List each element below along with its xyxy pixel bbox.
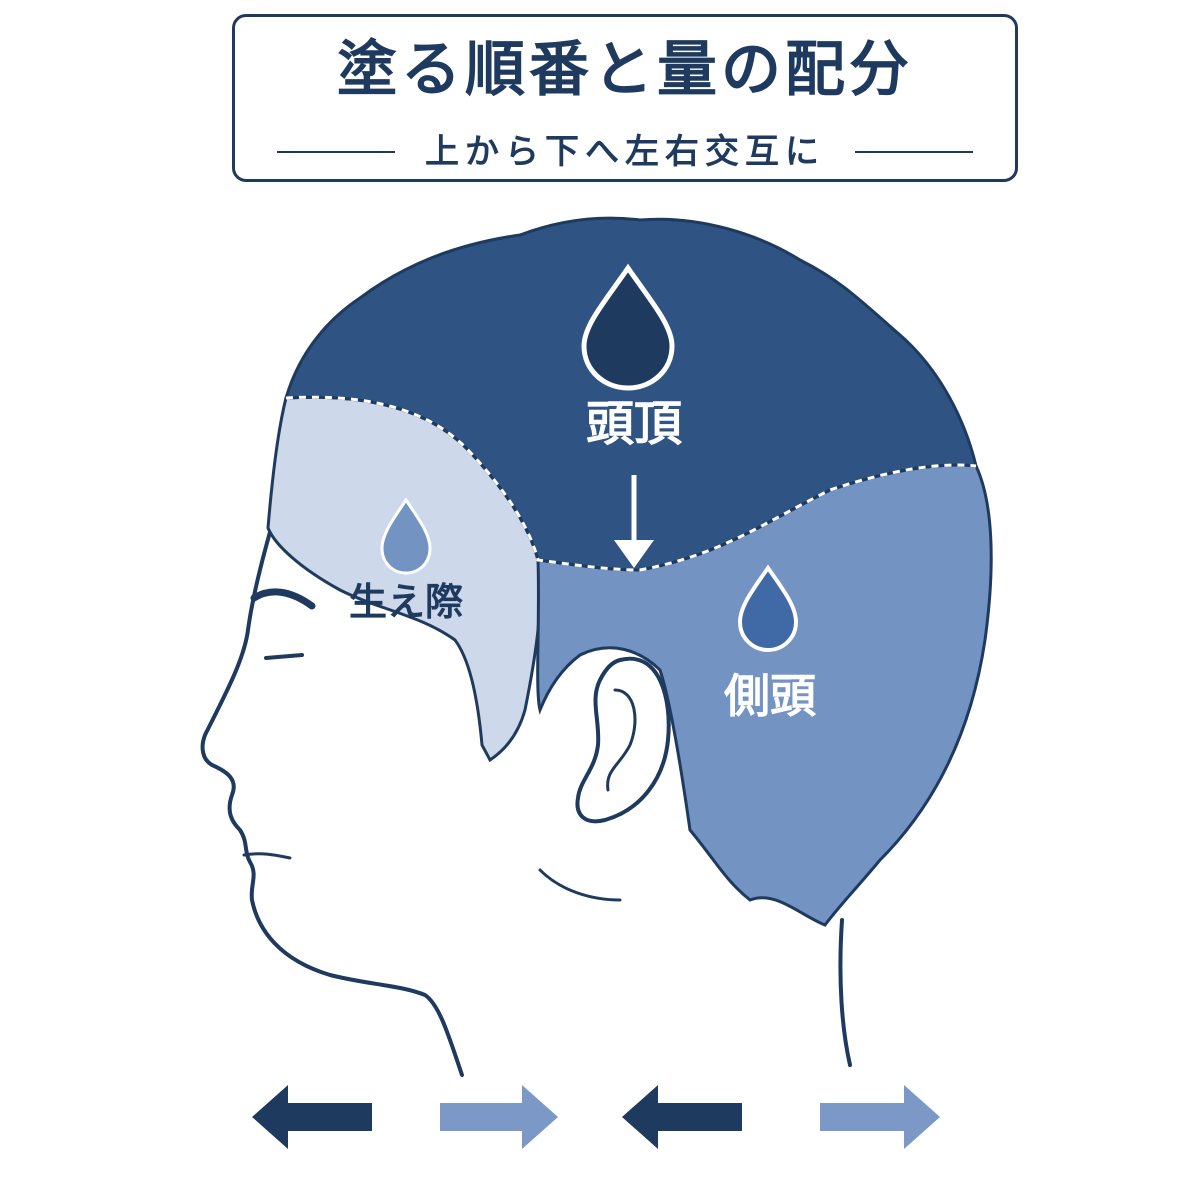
page-title: 塗る順番と量の配分 bbox=[337, 35, 913, 105]
crown-border-dashed bbox=[285, 395, 977, 572]
ear-inner bbox=[606, 688, 637, 792]
arrow-left-2-icon bbox=[622, 1085, 742, 1149]
subtitle-divider-right bbox=[855, 151, 973, 153]
subtitle-divider-left bbox=[277, 151, 395, 153]
zone-label-hairline: 生え際 bbox=[349, 580, 463, 624]
title-box: 塗る順番と量の配分 上から下へ左右交互に bbox=[232, 14, 1018, 182]
ear bbox=[575, 656, 671, 824]
jaw-line bbox=[538, 868, 622, 902]
hairline-drop-icon bbox=[380, 497, 432, 575]
back-neck-line bbox=[838, 918, 852, 1067]
face-profile bbox=[200, 523, 464, 1077]
flow-arrow-down-icon bbox=[614, 540, 654, 568]
subtitle: 上から下へ左右交互に bbox=[425, 132, 825, 172]
arrow-right-2-icon bbox=[820, 1085, 940, 1149]
zone-crown-area bbox=[283, 216, 978, 572]
zone-label-crown: 頭頂 bbox=[586, 396, 683, 452]
crown-drop-icon bbox=[581, 263, 675, 391]
side-drop-icon bbox=[737, 564, 799, 653]
zone-label-side: 側頭 bbox=[723, 669, 817, 723]
eye bbox=[264, 653, 304, 660]
arrow-left-1-icon bbox=[252, 1085, 372, 1149]
eyebrow bbox=[250, 588, 316, 610]
arrow-right-1-icon bbox=[440, 1085, 558, 1149]
subtitle-row: 上から下へ左右交互に bbox=[235, 135, 1015, 169]
mouth bbox=[242, 852, 292, 860]
